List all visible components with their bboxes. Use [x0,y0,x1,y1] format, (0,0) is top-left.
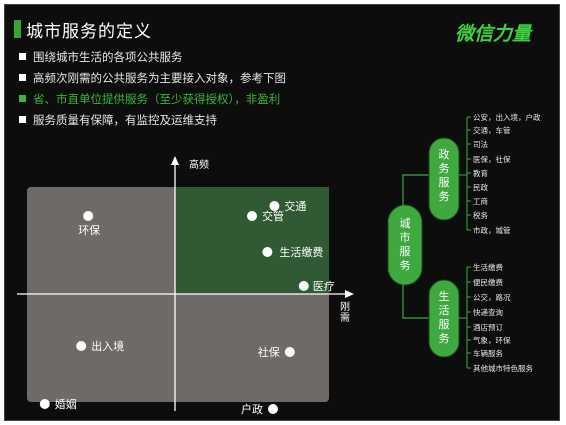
data-point-marker [268,404,278,414]
bullet-item-highlighted: 省、市直单位提供服务（至少获得授权），非盈利 [19,89,286,110]
tree-branch-label: 生活服务 [439,289,450,345]
tree-root-label: 城市服务 [400,217,411,272]
tree-leaf-label: 医保，社保 [473,154,511,164]
tree-leaf-label: 税务 [473,210,488,220]
data-point-marker [269,201,280,211]
data-point-marker [39,399,50,409]
tree-leaf-label: 市政，城管 [473,225,511,235]
brand-logo: 微信力量 [455,23,532,45]
data-point-marker [262,247,273,257]
tree-branch-node [428,137,460,221]
tree-leaf-label: 气象，环保 [473,335,511,345]
tree-leaf-label: 民政 [473,182,488,192]
data-point-marker [247,211,257,221]
data-point-marker [83,211,94,221]
tree-leaf-label: 公交，路况 [473,292,511,302]
tree-leaf-label: 快递查询 [473,307,503,317]
x-axis-arrow-icon [345,290,354,298]
bullet-item: 服务质量有保障，有监控及运维支持 [19,110,286,131]
quadrant-highlight-panel [175,187,329,294]
tree-leaf-label: 其他城市特色服务 [473,363,533,373]
tree-root-node [387,204,423,286]
tree-leaf-label: 教育 [473,168,488,178]
tree-leaf-label: 交通，车管 [473,125,511,135]
data-point-marker [284,347,295,357]
tree-leaf-label: 酒店预订 [473,322,503,332]
bullet-item: 高频次刚需的公共服务为主要接入对象，参考下图 [19,68,286,89]
data-point-label: 医疗 [313,279,335,293]
tree-leaf-label: 生活缴费 [473,262,503,272]
tree-leaf-label: 工商 [473,196,488,206]
y-axis-arrow-icon [171,156,179,165]
bullet-item: 围绕城市生活的各项公共服务 [19,47,286,68]
bullet-square-icon [19,74,26,81]
data-point-label: 婚姻 [55,397,77,411]
data-point-label: 社保 [258,345,280,359]
y-axis-label: 高频 [189,158,209,171]
data-point-label: 环保 [78,223,100,237]
bullet-list: 围绕城市生活的各项公共服务 高频次刚需的公共服务为主要接入对象，参考下图 省、市… [19,47,286,131]
tree-branch-label: 政务服务 [439,147,450,203]
tree-leaf-label: 公安，出入境，户政 [473,112,541,122]
bullet-text: 服务质量有保障，有监控及运维支持 [33,113,217,127]
data-point-marker [76,341,87,351]
bullet-square-icon [19,95,26,102]
title-accent-bar [14,20,21,38]
tree-leaf-label: 便民缴费 [473,277,503,287]
data-point-label: 出入境 [91,339,124,353]
tree-leaf-label: 司法 [473,139,488,149]
bullet-square-icon [19,116,26,123]
x-axis-label: 刚需 [340,301,350,324]
tree-connector-line [388,269,429,319]
data-point-label: 生活缴费 [279,245,323,259]
bullet-square-icon [19,53,26,60]
tree-connector-line [388,174,429,221]
bullet-text: 高频次刚需的公共服务为主要接入对象，参考下图 [33,71,286,85]
data-point-label: 户政 [241,402,263,416]
slide: 城市服务的定义 微信力量 围绕城市生活的各项公共服务 高频次刚需的公共服务为主要… [4,4,560,421]
data-point-label: 交管 [262,209,284,223]
data-point-label: 交通 [284,199,306,213]
data-point-marker [298,281,309,291]
bullet-text: 围绕城市生活的各项公共服务 [33,50,183,64]
tree-leaf-label: 车辆服务 [473,348,503,358]
page-title: 城市服务的定义 [26,22,152,42]
bullet-text: 省、市直单位提供服务（至少获得授权），非盈利 [33,92,281,106]
